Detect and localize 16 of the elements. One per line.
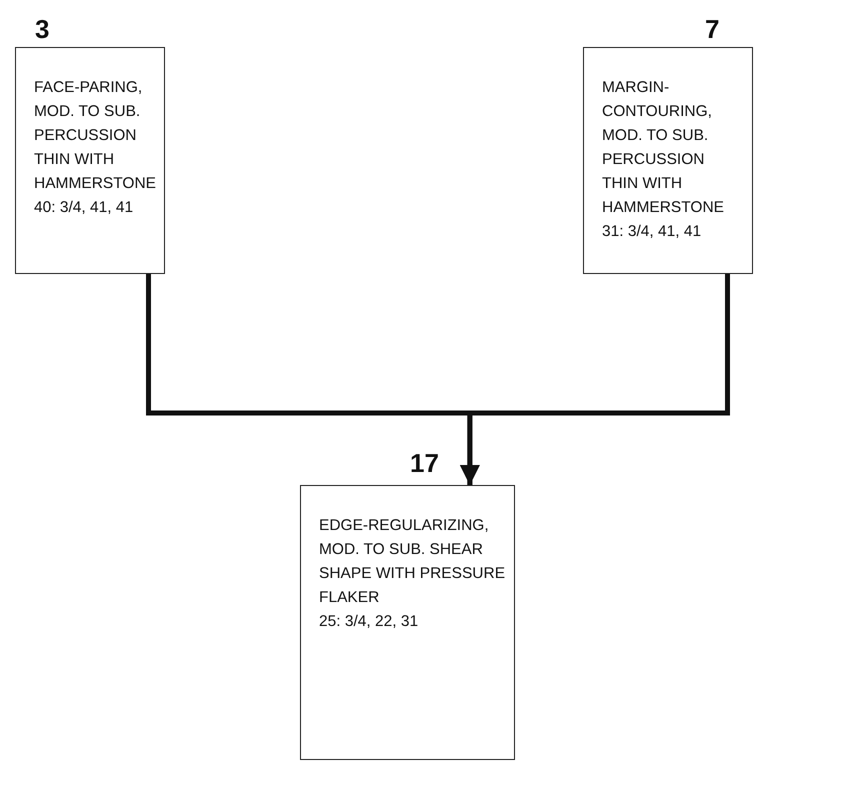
process-box (15, 47, 165, 274)
box-text: SHAPE WITH PRESSURE FLAKER (319, 564, 506, 608)
step-number: 3 (35, 14, 50, 45)
step-number: 7 (705, 14, 720, 45)
box-text: 25: 3/4, 22, 31 (319, 612, 420, 632)
box-text: FACE-PARING, MOD. TO SUB. PERCUSSION (34, 78, 144, 146)
step-number: 17 (410, 448, 439, 479)
box-text: 31: 3/4, 41, 41 (602, 222, 702, 242)
process-box (583, 47, 753, 274)
box-text: THIN WITH HAMMERSTONE (34, 150, 156, 194)
box-text: THIN WITH HAMMERSTONE (602, 174, 726, 218)
box-text: 40: 3/4, 41, 41 (34, 198, 134, 218)
connector-arrow (460, 274, 730, 485)
box-text: EDGE-REGULARIZING, MOD. TO SUB. SHEAR (319, 516, 490, 560)
process-box (300, 485, 515, 760)
box-text: MARGIN-CONTOURING, MOD. TO SUB. PERCUSSION (602, 78, 713, 170)
